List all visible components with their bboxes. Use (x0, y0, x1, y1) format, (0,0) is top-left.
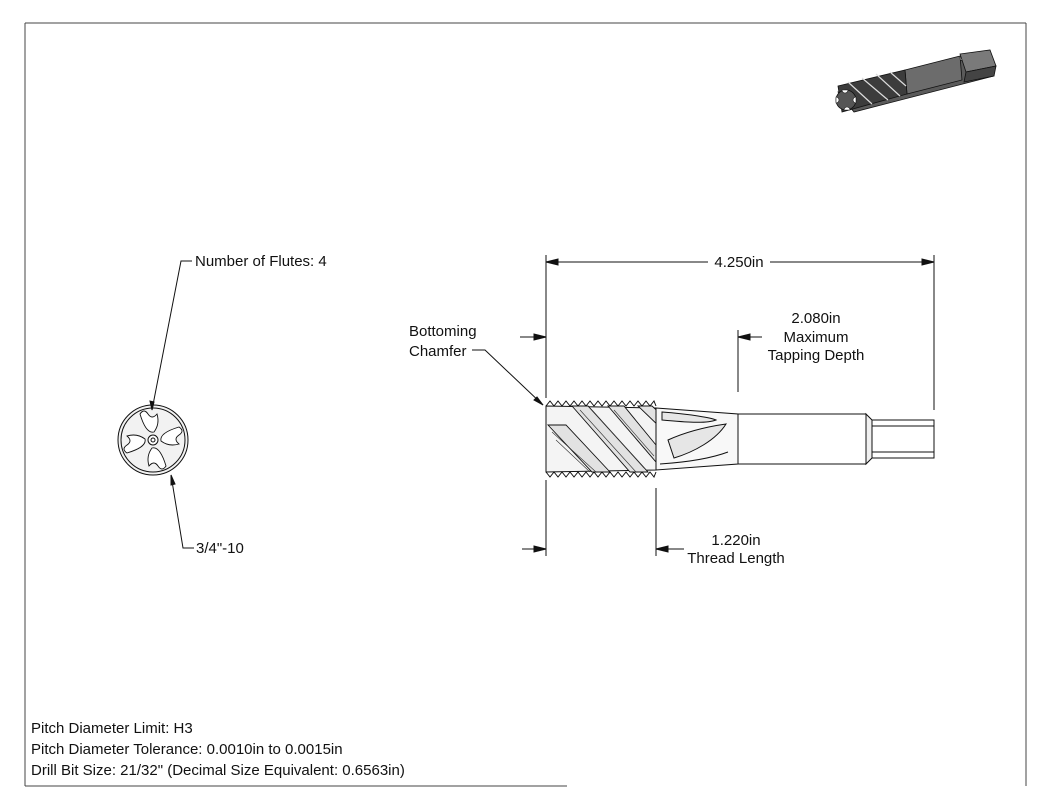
sheet-border (24, 22, 1027, 787)
depth-label-line2: Maximum (783, 329, 849, 346)
shank (737, 413, 867, 465)
overall-length-label: 4.250in (714, 254, 764, 271)
thread-length-value-label: 1.220in (711, 532, 761, 549)
flutes-leader (149, 260, 192, 411)
thread-size-leader (170, 474, 194, 549)
thread-length-label: Thread Length (687, 550, 785, 567)
chamfer-dimension (472, 333, 547, 406)
thread-length-dimension (522, 545, 684, 553)
chamfer-label-line1: Bottoming (409, 323, 477, 340)
chamfer-label-line2: Chamfer (409, 343, 467, 360)
tap-isometric-view (835, 49, 997, 113)
extension-lines (545, 255, 935, 556)
tap-side-view (545, 400, 935, 478)
depth-value-label: 2.080in (791, 310, 841, 327)
pitch-diameter-limit-note: Pitch Diameter Limit: H3 (31, 720, 193, 737)
flutes-label: Number of Flutes: 4 (195, 253, 327, 270)
tapping-depth-dimension (737, 333, 762, 341)
pitch-diameter-tolerance-note: Pitch Diameter Tolerance: 0.0010in to 0.… (31, 741, 343, 758)
drill-bit-size-note: Drill Bit Size: 21/32" (Decimal Size Equ… (31, 762, 405, 779)
overall-length-dimension (545, 258, 935, 266)
specification-notes: Pitch Diameter Limit: H3 Pitch Diameter … (31, 718, 405, 781)
tap-end-view (117, 404, 189, 476)
depth-label-line3: Tapping Depth (767, 347, 865, 364)
thread-size-label: 3/4"-10 (196, 540, 244, 557)
